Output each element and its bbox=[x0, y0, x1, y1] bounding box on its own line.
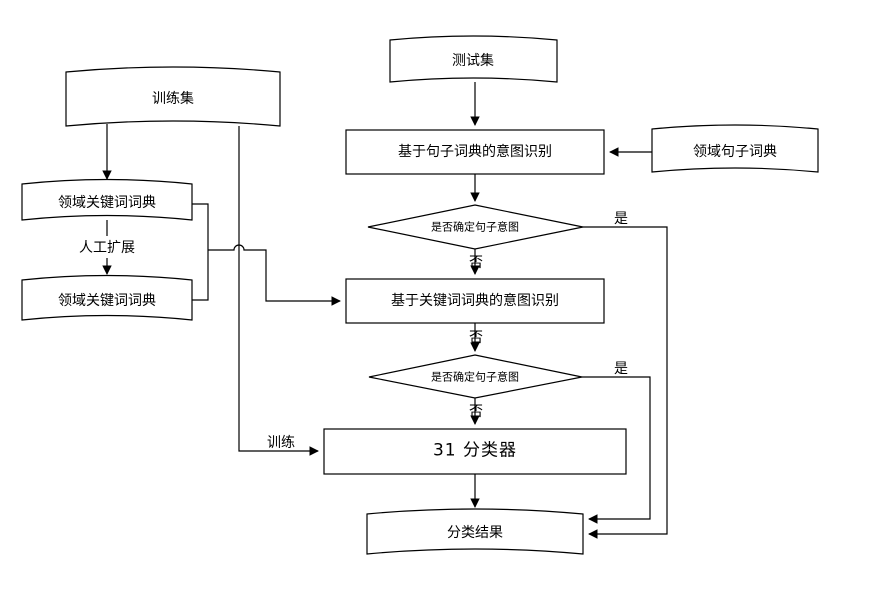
result-label: 分类结果 bbox=[447, 525, 503, 541]
training-set-shape bbox=[65, 66, 281, 127]
no-label-2: 否 bbox=[469, 404, 483, 420]
edge-decision2-yes bbox=[582, 376, 651, 524]
no-label-mid: 否 bbox=[469, 330, 483, 346]
domain-keyword-dict-1-label: 领域关键词词典 bbox=[58, 195, 156, 211]
domain-keyword-dict-2-shape bbox=[21, 274, 193, 321]
domain-keyword-dict-1-shape bbox=[21, 178, 193, 221]
decision-2-label: 是否确定句子意图 bbox=[431, 370, 519, 384]
yes-label-1: 是 bbox=[614, 211, 628, 227]
edge-dict-bracket bbox=[192, 203, 209, 301]
edge-trainset-to-classifier bbox=[238, 126, 319, 456]
yes-label-2: 是 bbox=[614, 361, 628, 377]
classifier-label: 31 分类器 bbox=[432, 440, 518, 461]
keyword-dict-intent-label: 基于关键词词典的意图识别 bbox=[391, 293, 559, 309]
domain-keyword-dict-2-label: 领域关键词词典 bbox=[58, 293, 156, 309]
sentence-dict-intent-label: 基于句子词典的意图识别 bbox=[398, 144, 552, 160]
keyword-dict-intent-box bbox=[345, 278, 605, 324]
edge-dict-to-keyword-intent bbox=[208, 244, 341, 306]
training-set-label: 训练集 bbox=[152, 91, 194, 107]
manual-expand-label: 人工扩展 bbox=[79, 240, 135, 256]
no-label-1: 否 bbox=[469, 255, 483, 271]
test-set-shape bbox=[389, 35, 558, 83]
train-label: 训练 bbox=[267, 435, 295, 451]
domain-sentence-dict-shape bbox=[651, 124, 819, 173]
test-set-label: 测试集 bbox=[452, 53, 494, 69]
domain-sentence-dict-label: 领域句子词典 bbox=[693, 144, 777, 160]
result-shape bbox=[366, 508, 584, 555]
edge-decision1-yes bbox=[583, 226, 668, 539]
decision-1-label: 是否确定句子意图 bbox=[431, 220, 519, 234]
